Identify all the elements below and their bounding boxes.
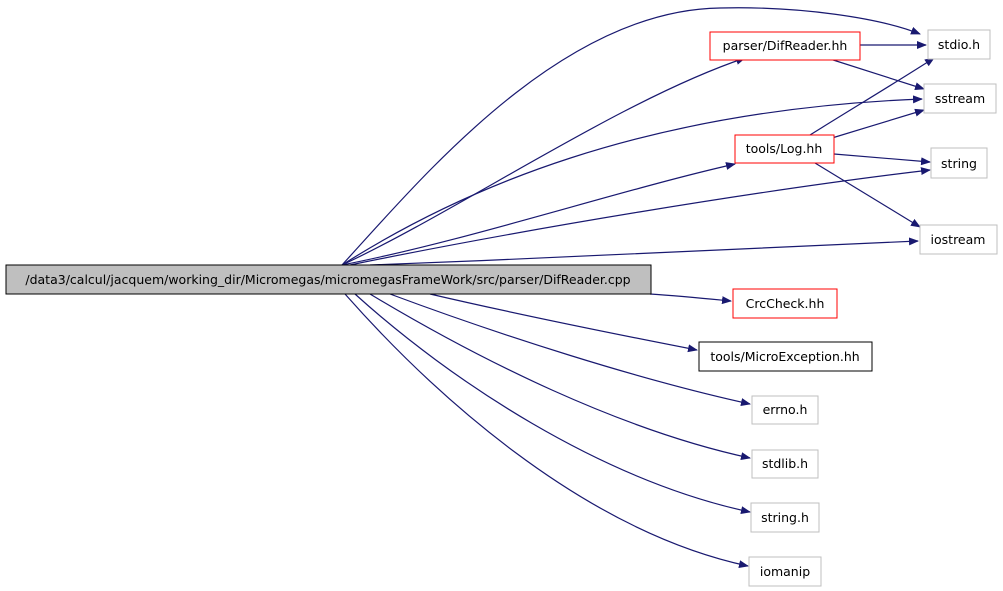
edge-root-to-log-hh [341,162,736,266]
edge-log-hh-to-string [833,153,931,166]
edge-root-to-string [349,167,931,266]
root-file-box [5,264,652,295]
node-microexception-hh[interactable]: tools/MicroException.hh [698,341,873,372]
log-hh-box [734,134,835,164]
node-log-hh[interactable]: tools/Log.hh [734,134,835,164]
node-stdio-h[interactable]: stdio.h [927,29,991,60]
node-iomanip[interactable]: iomanip [748,556,822,587]
node-root[interactable]: /data3/calcul/jacquem/working_dir/Microm… [5,264,652,295]
edge-log-hh-to-sstream [831,108,925,139]
edge-difreader-hh-to-sstream [829,58,925,91]
string-h-label: string.h [761,510,809,525]
edge-root-to-errno-h [389,293,751,406]
node-crccheck-hh[interactable]: CrcCheck.hh [732,288,838,319]
node-iostream[interactable]: iostream [919,224,998,255]
difreader-hh-box [709,31,861,61]
dependency-edges [341,7,935,569]
iostream-box [919,224,998,255]
difreader-hh-label: parser/DifReader.hh [723,38,848,53]
root-file-label: /data3/calcul/jacquem/working_dir/Microm… [25,272,630,287]
microexception-hh-box [698,341,873,372]
sstream-box [923,83,997,114]
edge-root-to-iomanip [344,293,749,569]
edge-root-to-string-h [354,293,751,515]
stdio-h-box [927,29,991,60]
iostream-label: iostream [931,232,986,247]
edge-root-to-difreader-hh [341,57,746,266]
sstream-label: sstream [935,91,985,106]
edge-root-to-iostream [369,237,919,266]
errno-h-label: errno.h [763,402,808,417]
iomanip-box [748,556,822,587]
microexception-hh-label: tools/MicroException.hh [710,349,859,364]
node-stdlib-h[interactable]: stdlib.h [751,449,819,479]
stdio-h-label: stdio.h [938,37,980,52]
string-box [930,147,988,179]
edge-root-to-sstream [341,95,923,266]
string-label: string [941,156,977,171]
edge-root-to-microexception-hh [429,293,698,353]
crccheck-hh-label: CrcCheck.hh [746,296,825,311]
edge-root-to-crccheck-hh [649,293,732,305]
edge-root-to-stdio-h [341,7,921,266]
stdlib-h-box [751,449,819,479]
crccheck-hh-box [732,288,838,319]
node-sstream[interactable]: sstream [923,83,997,114]
node-errno-h[interactable]: errno.h [751,395,819,425]
edge-root-to-stdlib-h [369,293,751,461]
string-h-box [750,502,820,533]
node-string-h[interactable]: string.h [750,502,820,533]
log-hh-label: tools/Log.hh [746,141,823,156]
edge-log-hh-to-iostream [814,162,921,228]
stdlib-h-label: stdlib.h [762,456,808,471]
iomanip-label: iomanip [760,564,810,579]
edge-log-hh-to-stdio-h [809,57,935,136]
node-string[interactable]: string [930,147,988,179]
errno-h-box [751,395,819,425]
node-difreader-hh[interactable]: parser/DifReader.hh [709,31,861,61]
